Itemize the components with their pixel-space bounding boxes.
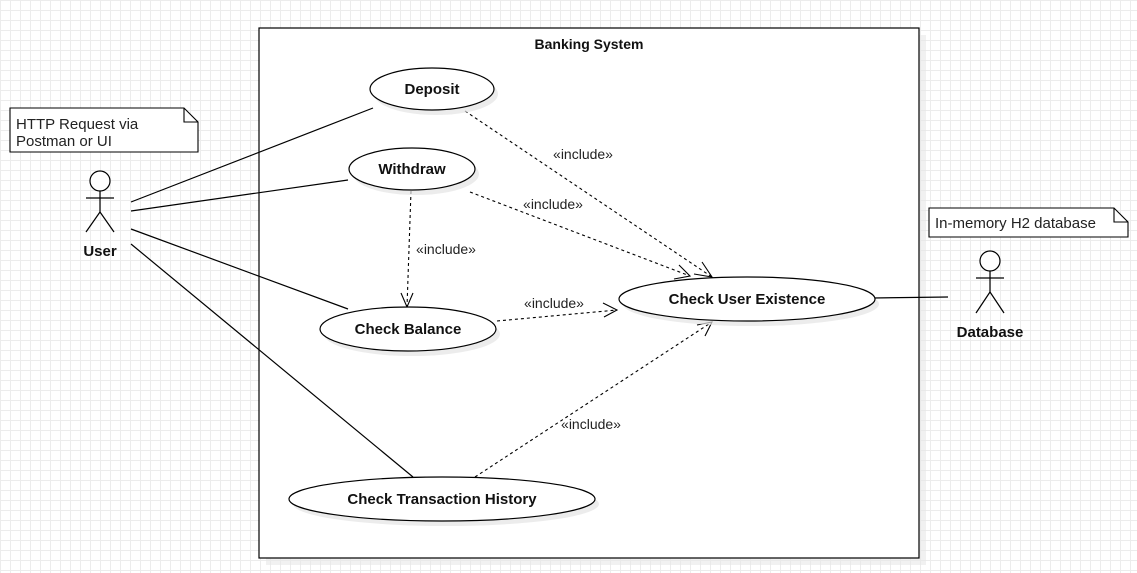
note-user-line-1: HTTP Request via	[16, 116, 139, 133]
use-case-withdraw-label: Withdraw	[378, 161, 446, 178]
use-case-withdraw[interactable]: Withdraw	[348, 147, 479, 195]
include-labels: «include» «include» «include» «include» …	[416, 146, 621, 432]
use-case-deposit-label: Deposit	[404, 81, 459, 98]
actor-database-label: Database	[957, 324, 1024, 341]
use-case-check-user-existence-label: Check User Existence	[669, 291, 826, 308]
include-label: «include»	[553, 146, 613, 162]
note-database-line-1: In-memory H2 database	[935, 215, 1096, 232]
actor-database[interactable]: Database	[957, 250, 1024, 341]
include-check-balance-to-check-user-existence[interactable]	[496, 302, 619, 322]
system-title: Banking System	[535, 36, 644, 52]
note-user[interactable]: HTTP Request via Postman or UI	[9, 107, 199, 153]
include-label: «include»	[561, 416, 621, 432]
include-edges	[400, 110, 714, 478]
stick-figure-icon	[85, 170, 115, 233]
include-withdraw-to-check-user-existence[interactable]	[469, 191, 692, 280]
use-case-check-user-existence[interactable]: Check User Existence	[618, 276, 879, 326]
association-user-deposit[interactable]	[130, 107, 374, 203]
association-database-check-user-existence[interactable]	[872, 296, 949, 299]
association-user-check-balance[interactable]	[130, 228, 349, 310]
include-label: «include»	[524, 295, 584, 311]
actor-user-label: User	[83, 243, 117, 260]
actor-user[interactable]: User	[83, 170, 117, 260]
use-case-deposit[interactable]: Deposit	[369, 67, 498, 115]
include-label: «include»	[416, 241, 476, 257]
association-user-check-transaction-history[interactable]	[130, 243, 414, 478]
include-deposit-to-check-user-existence[interactable]	[464, 110, 714, 278]
note-user-line-2: Postman or UI	[16, 133, 112, 150]
use-case-check-balance[interactable]: Check Balance	[319, 306, 500, 356]
associations	[130, 107, 949, 478]
association-user-withdraw[interactable]	[130, 179, 349, 212]
use-case-check-transaction-history-label: Check Transaction History	[347, 491, 537, 508]
note-database[interactable]: In-memory H2 database	[928, 207, 1129, 238]
use-case-check-balance-label: Check Balance	[355, 321, 462, 338]
stick-figure-icon	[975, 250, 1005, 314]
use-case-check-transaction-history[interactable]: Check Transaction History	[288, 476, 599, 526]
include-label: «include»	[523, 196, 583, 212]
